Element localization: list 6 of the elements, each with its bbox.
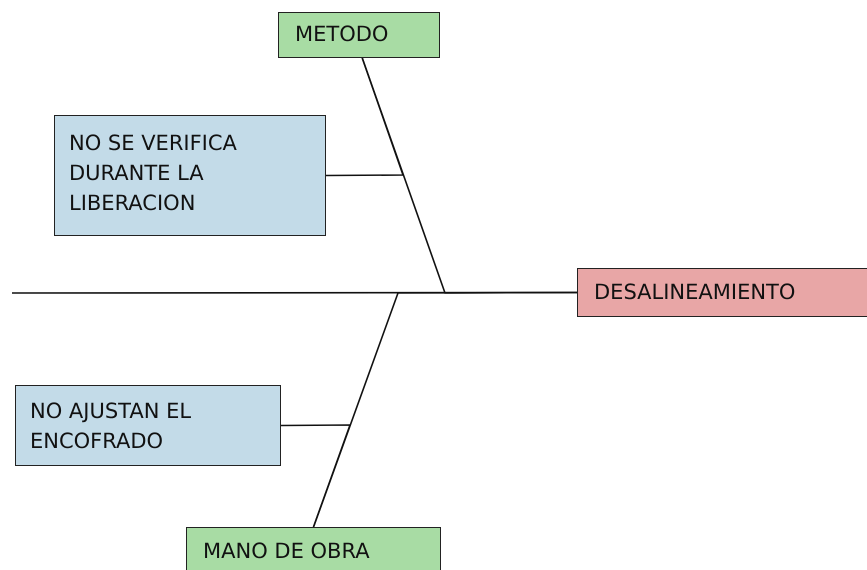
cause-box: NO AJUSTAN EL ENCOFRADO <box>15 385 281 466</box>
effect-box: DESALINEAMIENTO <box>577 268 867 317</box>
category-box: MANO DE OBRA <box>186 527 441 570</box>
spine-line <box>12 292 577 294</box>
cause-box: NO SE VERIFICA DURANTE LA LIBERACION <box>54 115 326 236</box>
category-box: METODO <box>278 12 440 58</box>
